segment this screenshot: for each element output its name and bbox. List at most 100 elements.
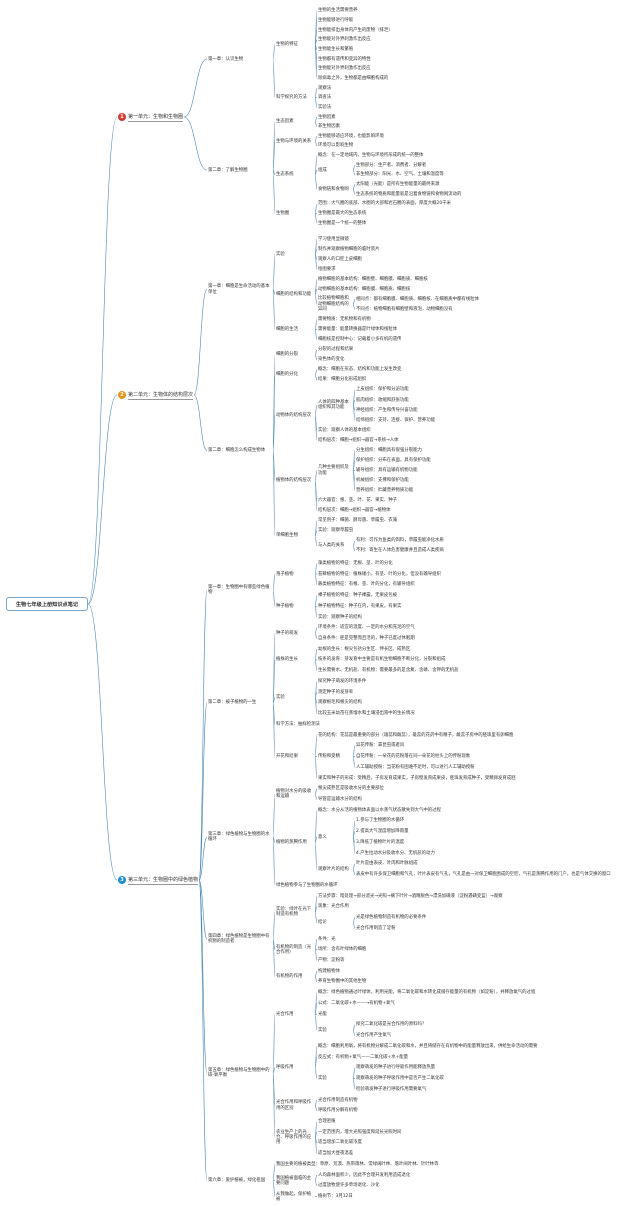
topic-node: 有机物的制造（光合作用）	[276, 945, 314, 955]
node-label: 实验：观察草履虫	[318, 528, 354, 534]
topic-node: 场所：含有叶绿体的细胞	[318, 947, 630, 952]
node-label: 需要物质：无机物和有机物	[318, 317, 371, 323]
topic-node: 不利：寄生在人体危害健康并且造成人类疾病	[356, 548, 630, 553]
topic-node: 生物圈是最大的生态系统	[318, 211, 630, 216]
node-label: 自身条件：胚是完整而且活的，种子已度过休眠期	[318, 636, 415, 641]
topic-node: 生物圈	[276, 211, 314, 216]
node-label: 1.参与了生物圈的水循环	[356, 818, 405, 824]
connector-line	[314, 809, 318, 843]
topic-node: 科学探究的方法	[276, 95, 314, 100]
chapter-node: 第六章：爱护植被，绿化祖国	[208, 1178, 272, 1183]
node-label: 范围：大气圈的底部、水圈的大部和岩石圈的表面，厚度大概20千米	[318, 201, 451, 207]
connector-line	[87, 116, 118, 605]
chapter-node: 第二章：了解生物圈	[208, 168, 272, 173]
node-label: 常见例子：细菌、酵母菌、草履虫、衣藻	[318, 518, 398, 524]
topic-node: 植树节：3月12日	[318, 1194, 630, 1199]
topic-node: 细胞的结构和功能	[276, 292, 314, 297]
connector-line	[314, 535, 318, 547]
node-label: 开花和结果	[276, 754, 298, 760]
node-label: 种子植物	[276, 603, 294, 609]
unit-number-badge: 2	[118, 391, 126, 399]
node-label: 从我做起，保护植被	[276, 1191, 312, 1202]
connector-line	[198, 879, 208, 940]
topic-node: 肌肉组织：收缩和舒张功能	[356, 398, 630, 403]
topic-node: 结论	[318, 920, 352, 925]
topic-node: 细胞的生活	[276, 327, 314, 332]
node-label: 实验：观察种子的结构	[318, 614, 362, 620]
topic-node: 食物链和食物网	[318, 187, 352, 192]
topic-node: 不同点：植物细胞有细胞壁和液泡，动物细胞没有	[356, 307, 630, 312]
topic-node: 单细胞生物	[276, 533, 314, 538]
node-label: 生物能对外界刺激作出反应	[318, 37, 371, 43]
topic-node: 植物细胞的基本结构：细胞壁、细胞膜、细胞质、细胞核	[318, 277, 630, 282]
node-label: 输导组织：具有运输有机物功能	[356, 467, 418, 473]
connector-line	[352, 189, 356, 195]
node-label: 合理密植	[318, 1119, 336, 1124]
connector-line	[314, 1105, 318, 1112]
topic-node: 实验法	[318, 105, 630, 110]
connector-line	[352, 304, 356, 310]
chapter-node: 第二章：细胞怎么构成生物体	[208, 448, 272, 453]
chapter-node: 第一章：细胞是生命活动的基本单位	[208, 284, 272, 294]
node-label: 第六章：爱护植被，绿化祖国	[208, 1178, 266, 1184]
topic-node: 细胞的分化	[276, 372, 314, 377]
topic-node: 果实和种子的形成：受精后，子房发育成果实，子房壁发育成果皮，胚珠发育成种子，受精…	[318, 776, 630, 781]
topic-node: 叶片是由表皮、叶肉和叶脉组成	[356, 861, 630, 866]
topic-node: 测定种子的发芽率	[318, 690, 630, 695]
connector-line	[352, 404, 356, 421]
node-label: 食物链和食物网	[318, 186, 349, 192]
topic-node: 实验	[318, 1028, 352, 1033]
topic-node: 绿色植物参与了生物圈的水循环	[276, 883, 630, 888]
topic-node: 观察根毛和根尖的结构	[318, 700, 630, 705]
node-label: 公式：二氧化碳+水——→有机物+氧气	[318, 1000, 395, 1006]
node-label: 孢子植物	[276, 571, 294, 577]
unit-number-badge: 3	[118, 876, 126, 884]
connector-line	[272, 1013, 276, 1074]
node-label: 种子植物特征：种子在内，有果皮，有果实	[318, 603, 402, 609]
topic-node: 需要能量：能量转换器是叶绿体和线粒体	[318, 327, 630, 332]
topic-node: 1.参与了生物圈的水循环	[356, 818, 630, 823]
topic-node: 异花传粉：靠昆虫或者风	[356, 743, 630, 748]
topic-node: 细胞核是控制中心：记载着小多有机的遗传	[318, 337, 630, 342]
root-node: 生物七年级上册知识点笔记	[6, 597, 88, 611]
connector-line	[272, 253, 276, 290]
connector-line	[314, 697, 318, 714]
chapter-node: 第一章：生物圈中有哪些绿色植物	[208, 585, 272, 595]
connector-line	[314, 97, 318, 108]
node-label: 异花传粉：靠昆虫或者风	[356, 743, 405, 749]
node-label: 与人类的关系	[318, 543, 345, 549]
node-label: 有机物的制造（光合作用）	[276, 944, 312, 955]
node-label: 观察根毛和根尖的结构	[318, 700, 362, 706]
topic-node: 方法步骤：暗处理→部分遮光→光照→摘下叶片→酒精脱色→漂洗加碘液（淀粉遇碘变蓝）…	[318, 894, 630, 899]
topic-node: 反应式：有机物+氧气——二氧化碳+水+能量	[318, 1055, 630, 1060]
node-label: 细胞核是控制中心：记载着小多有机的遗传	[318, 337, 402, 343]
node-label: 观察人的口腔上皮细胞	[318, 256, 362, 262]
node-label: 实验	[318, 1076, 327, 1082]
node-label: 光合作用	[276, 1011, 294, 1017]
topic-node: 生物与环境的关系	[276, 139, 314, 144]
node-label: 花的结构：花蕊是最重要的部分（雄蕊和雌蕊），雄蕊的花药中有精子，雌蕊子房中的胚珠…	[318, 732, 514, 738]
topic-node: 观察萌发的种子进行呼吸作用能释放热量	[356, 1065, 630, 1070]
node-label: 根尖成熟区是吸收水分的主要部位	[318, 786, 384, 792]
node-label: 结构层次：细胞→组织→器官→系统→人体	[318, 437, 399, 443]
node-label: 第一章：认识生物	[208, 56, 244, 62]
topic-node: 比较植物细胞和动物细胞结构的异同	[318, 296, 352, 312]
connector-line	[352, 169, 356, 176]
topic-node: 观察人的口腔上皮细胞	[318, 257, 630, 262]
connector-line	[314, 470, 318, 481]
node-label: 生物能排出身体内产生的废物（排泄）	[318, 27, 393, 33]
topic-node: 生物都有遗传和变异的特性	[318, 57, 630, 62]
connector-line	[314, 121, 318, 127]
node-label: 概念：细胞在形态、结构和功能上发生改变	[318, 367, 402, 373]
connector-line	[198, 836, 208, 881]
topic-node: 枝条的发育：芽发育中主要是有机生物细胞不断分化，分裂和组成	[318, 657, 630, 662]
topic-node: 概念：细胞利用氧，将有机物分解成二氧化碳和水，并且将储存在有机物中的能量释放出来…	[318, 1044, 630, 1049]
topic-node: 生物能排出身体内产生的废物（排泄）	[318, 28, 630, 33]
topic-node: 呼吸作用	[276, 1065, 314, 1070]
topic-node: 实验	[276, 252, 314, 257]
topic-node: 探究二氧化碳是光合作用的原料吗？	[356, 1022, 630, 1027]
node-label: 实验	[276, 251, 285, 257]
connector-line	[272, 793, 276, 838]
connector-line	[314, 842, 318, 870]
node-label: 学习使用显微镜	[318, 236, 349, 242]
